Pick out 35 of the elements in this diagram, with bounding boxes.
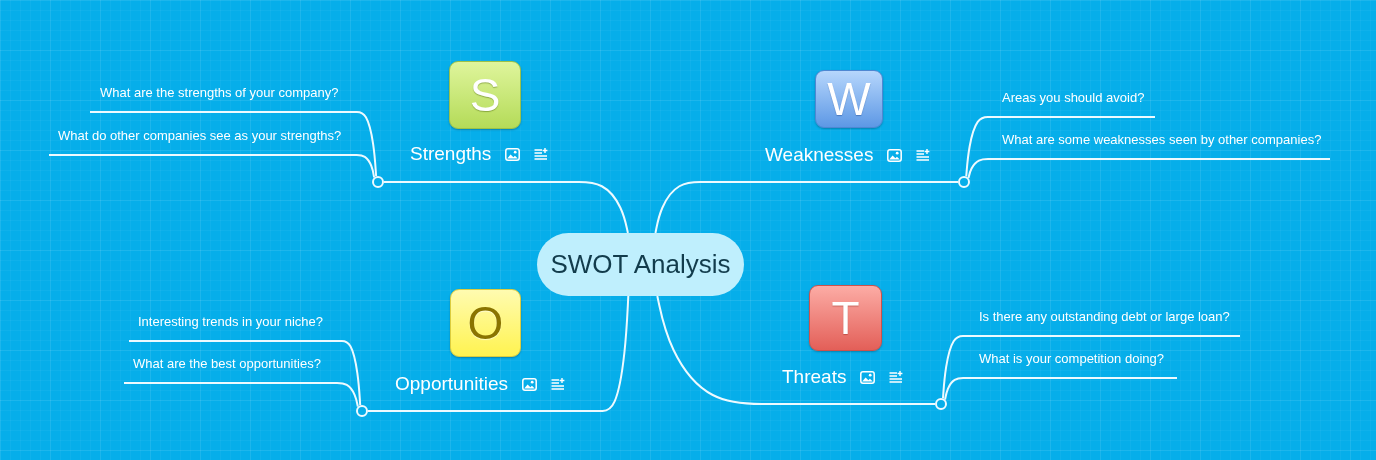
- main-topic: [392, 58, 574, 183]
- subtopic: Areas you should avoid?: [990, 89, 1155, 118]
- branch-line: [334, 382, 359, 408]
- letter-tile: O: [450, 289, 521, 357]
- subtopic: Is there any outstanding debt or large loan?: [965, 308, 1240, 337]
- branch-line: [967, 158, 991, 180]
- subtopic: What do other companies see as your strengths?: [49, 127, 355, 156]
- main-topic: [376, 286, 600, 412]
- topic-label: Strengths: [410, 142, 492, 166]
- branch-line: [367, 410, 377, 412]
- topic-label: Weaknesses: [765, 143, 874, 167]
- branch-line: [944, 377, 966, 401]
- subtopic: What are some weaknesses seen by other companies?: [990, 131, 1330, 160]
- branch-line: [339, 340, 362, 407]
- subtopic: What are the best opportunities?: [124, 355, 335, 384]
- branch-line: [965, 116, 991, 178]
- subtopic: What are the strengths of your company?: [90, 84, 355, 113]
- branch-line: [354, 154, 376, 179]
- letter-tile: W: [815, 70, 883, 128]
- letter-tile: S: [449, 61, 521, 129]
- central-topic: SWOT Analysis: [537, 233, 744, 296]
- branch-line: [949, 181, 959, 183]
- branch-line: [942, 335, 966, 400]
- branch-line: [928, 403, 936, 405]
- main-topic: [772, 282, 929, 405]
- branch-line: [656, 295, 773, 405]
- topic-label: Threats: [782, 365, 847, 389]
- letter-tile: T: [809, 285, 882, 351]
- branch-line: [354, 111, 378, 178]
- subtopic: What is your competition doing?: [965, 350, 1177, 379]
- topic-label: Opportunities: [395, 372, 508, 396]
- subtopic: Interesting trends in your niche?: [129, 313, 340, 342]
- branch-line: [573, 181, 629, 234]
- branch-line: [383, 181, 393, 183]
- branch-line: [654, 181, 706, 234]
